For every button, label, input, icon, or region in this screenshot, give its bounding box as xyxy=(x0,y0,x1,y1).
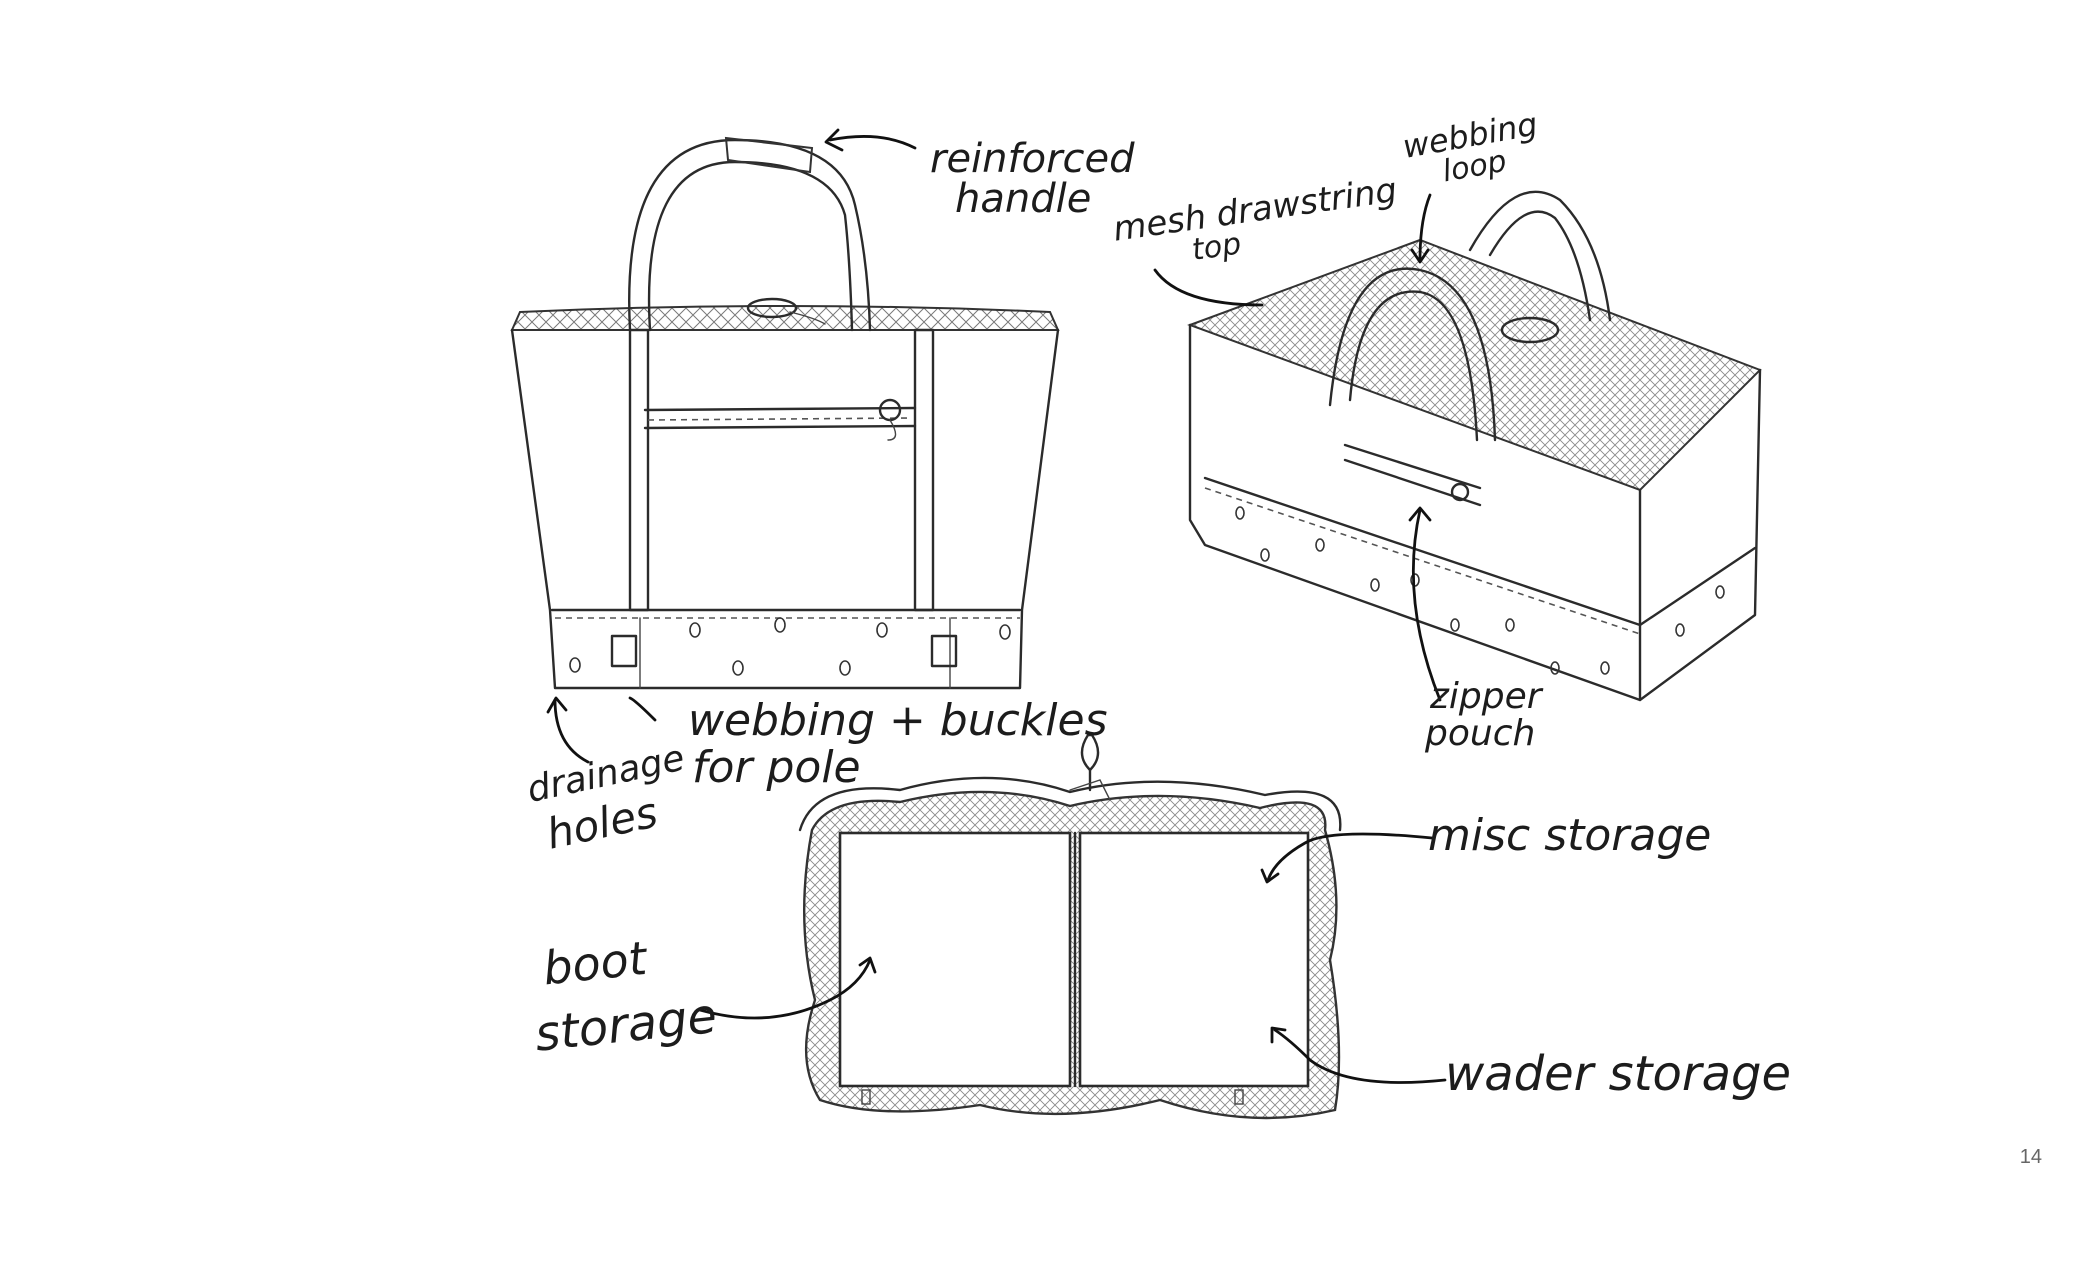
label-mesh-drawstring-line1: mesh drawstring xyxy=(1111,170,1400,249)
tote-body xyxy=(512,330,1058,688)
label-webbing-buckles: webbing + buckles for pole xyxy=(688,695,1108,793)
label-boot-storage-line2: storage xyxy=(532,988,719,1063)
label-reinforced-handle-line2: handle xyxy=(955,176,1091,222)
isometric-drainage-holes xyxy=(1236,507,1724,674)
isometric-mesh-top xyxy=(1190,240,1760,490)
pole-buckle-left xyxy=(612,636,636,666)
label-zipper-pouch: zipper pouch xyxy=(1424,676,1544,754)
label-wader-storage: wader storage xyxy=(1445,1046,1791,1102)
label-drainage-holes: drainage holes xyxy=(524,738,699,861)
reinforced-handle xyxy=(629,140,870,330)
isometric-zipper-pouch xyxy=(1345,445,1480,505)
label-boot-storage: boot storage xyxy=(526,924,720,1062)
tote-mesh-rim xyxy=(512,306,1058,330)
label-mesh-drawstring-line2: top xyxy=(1190,226,1244,268)
label-webbing-loop: webbing loop xyxy=(1400,105,1546,196)
boot-storage-compartment xyxy=(840,833,1070,1086)
label-boot-storage-line1: boot xyxy=(540,931,651,996)
tote-top-interior-view xyxy=(800,735,1340,1118)
pole-buckle-right xyxy=(932,636,956,666)
label-misc-storage-text: misc storage xyxy=(1428,810,1711,861)
label-zipper-pouch-line2: pouch xyxy=(1424,713,1535,754)
page-number: 14 xyxy=(2020,1146,2042,1169)
label-zipper-pouch-line1: zipper xyxy=(1429,676,1544,717)
label-webbing-buckles-line1: webbing + buckles xyxy=(688,695,1108,746)
label-misc-storage: misc storage xyxy=(1428,810,1711,861)
handle-reinforcement-patch xyxy=(726,138,812,172)
label-webbing-buckles-line2: for pole xyxy=(692,742,861,793)
tote-zipper-pocket xyxy=(645,400,915,440)
tote-isometric-view xyxy=(1190,192,1760,700)
label-wader-storage-text: wader storage xyxy=(1445,1046,1791,1102)
label-reinforced-handle: reinforced handle xyxy=(930,136,1135,222)
